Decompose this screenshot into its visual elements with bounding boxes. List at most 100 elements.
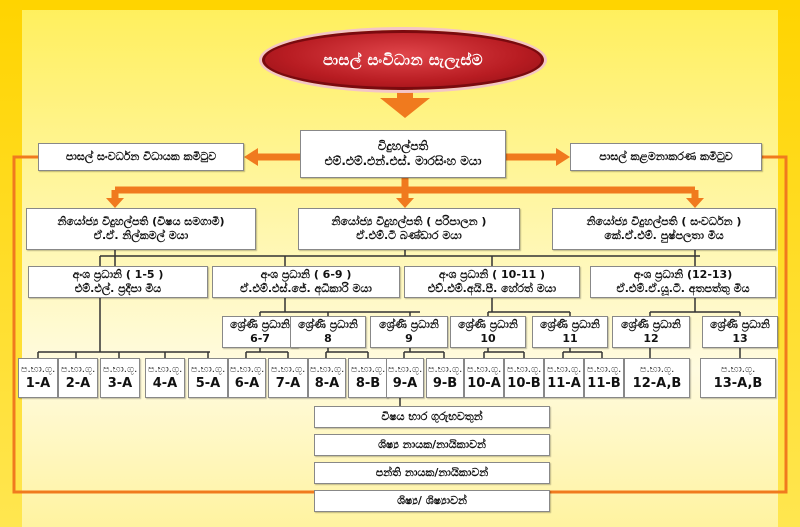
section-head-role: අංශ ප්‍රධානි ( 1-5 ): [72, 268, 164, 282]
class-box-12-ab: ප.භා.ගු.12-A,B: [624, 358, 690, 398]
class-teacher-label: ප.භා.ගු.: [586, 363, 622, 375]
deputy-name: ඒ.ඒ. නිල්කමල් මයා: [93, 229, 189, 242]
grade-head-box-10: ශ්‍රේණි ප්‍රධානි 10: [450, 316, 526, 348]
grade-head-role: ශ්‍රේණි ප්‍රධානි: [621, 318, 681, 332]
class-teacher-label: ප.භා.ගු.: [639, 363, 675, 375]
class-teacher-label: ප.භා.ගු.: [60, 363, 96, 375]
class-box-9-a: ප.භා.ගු.9-A: [386, 358, 424, 398]
right-committee-label: පාසල් කළමනාකරණ කමිටුව: [599, 150, 733, 164]
section-head-name: එම්.එල්. ප්‍රදීපා මිය: [74, 282, 162, 295]
class-box-3-a: ප.භා.ගු.3-A: [100, 358, 140, 398]
grade-head-grade: 13: [732, 332, 748, 345]
principal-name: එම්.එම්.එන්.එස්. මාරසිංහ මයා: [324, 154, 482, 168]
class-label: 6-A: [234, 376, 260, 392]
deputy-box-3: නියෝජ්‍ය විදුහල්පති ( සංවර්ධන ) කේ.ඒ.එම්…: [552, 208, 776, 250]
class-teacher-label: ප.භා.ගු.: [309, 363, 345, 375]
grade-head-grade: 10: [480, 332, 496, 345]
class-label: 4-A: [152, 376, 178, 392]
grade-head-box-9: ශ්‍රේණි ප්‍රධානි 9: [370, 316, 448, 348]
section-head-box-2: අංශ ප්‍රධානි ( 6-9 ) ඒ.එම්.එස්.ජේ. අධිකා…: [212, 266, 400, 298]
section-head-name: ඒ.එම්.ඒ.යූ.ටී. අතපත්තු මිය: [616, 282, 750, 295]
class-teacher-label: ප.භා.ගු.: [506, 363, 542, 375]
page-title: පාසල් සංවිධාන සැලැස්ම: [262, 30, 544, 90]
class-label: 9-B: [432, 376, 458, 392]
class-label: 1-A: [25, 376, 51, 392]
section-head-box-3: අංශ ප්‍රධානි ( 10-11 ) එච්.එම්.අයි.පී. හ…: [404, 266, 580, 298]
principal-box: විදුහල්පති එම්.එම්.එන්.එස්. මාරසිංහ මයා: [300, 130, 506, 178]
section-head-role: අංශ ප්‍රධානි (12-13): [633, 268, 733, 282]
class-box-2-a: ප.භා.ගු.2-A: [58, 358, 98, 398]
class-box-6-a: ප.භා.ගු.6-A: [228, 358, 266, 398]
section-head-name: ඒ.එම්.එස්.ජේ. අධිකාරි මයා: [240, 282, 372, 295]
grade-head-box-12: ශ්‍රේණි ප්‍රධානි 12: [612, 316, 690, 348]
class-label: 10-B: [507, 376, 541, 392]
class-label: 8-A: [314, 376, 340, 392]
class-box-11-b: ප.භා.ගු.11-B: [584, 358, 624, 398]
bottom-row-label: විෂය භාර ගුරුභවතුන්: [381, 410, 483, 424]
bottom-row-label: ශිෂ්‍ය නායක/නායිකාවන්: [378, 438, 486, 452]
class-box-8-a: ප.භා.ගු.8-A: [308, 358, 346, 398]
class-label: 11-B: [587, 376, 621, 392]
class-label: 13-A,B: [713, 376, 763, 392]
left-committee-label: පාසල් සංවර්ධන විධායක කමිටුව: [65, 150, 217, 164]
right-committee-box: පාසල් කළමනාකරණ කමිටුව: [570, 143, 762, 171]
class-box-9-b: ප.භා.ගු.9-B: [426, 358, 464, 398]
class-teacher-label: ප.භා.ගු.: [190, 363, 226, 375]
grade-head-grade: 8: [324, 332, 332, 345]
class-teacher-label: ප.භා.ගු.: [350, 363, 386, 375]
frame-right: [778, 0, 800, 527]
grade-head-box-6-7: ශ්‍රේණි ප්‍රධානි 6-7: [222, 316, 298, 348]
class-teacher-label: ප.භා.ගු.: [427, 363, 463, 375]
class-teacher-label: ප.භා.ගු.: [720, 363, 756, 375]
class-box-10-a: ප.භා.ගු.10-A: [464, 358, 504, 398]
deputy-box-1: නියෝජ්‍ය විදුහල්පති (විෂය සමගාමී) ඒ.ඒ. න…: [26, 208, 256, 250]
section-head-role: අංශ ප්‍රධානි ( 6-9 ): [260, 268, 352, 282]
deputy-role: නියෝජ්‍ය විදුහල්පති ( සංවර්ධන ): [586, 215, 742, 229]
deputy-role: නියෝජ්‍ය විදුහල්පති (විෂය සමගාමී): [57, 215, 225, 229]
section-head-box-4: අංශ ප්‍රධානි (12-13) ඒ.එම්.ඒ.යූ.ටී. අතපත…: [590, 266, 776, 298]
right-outer-line: [550, 155, 788, 494]
grade-head-role: ශ්‍රේණි ප්‍රධානි: [298, 318, 358, 332]
subject-teachers-row: විෂය භාර ගුරුභවතුන්: [314, 406, 550, 428]
frame-top: [0, 0, 800, 10]
grade-head-role: ශ්‍රේණි ප්‍රධානි: [230, 318, 290, 332]
class-box-4-a: ප.භා.ගු.4-A: [145, 358, 185, 398]
bottom-row-label: පන්ති නායක/නායිකාවන්: [375, 466, 489, 480]
class-teacher-label: ප.භා.ගු.: [466, 363, 502, 375]
class-label: 12-A,B: [632, 376, 682, 392]
class-teacher-label: ප.භා.ගු.: [270, 363, 306, 375]
class-box-7-a: ප.භා.ගු.7-A: [268, 358, 308, 398]
class-box-10-b: ප.භා.ගු.10-B: [504, 358, 544, 398]
class-box-1-a: ප.භා.ගු.1-A: [18, 358, 58, 398]
class-label: 11-A: [547, 376, 581, 392]
grade-head-grade: 12: [643, 332, 659, 345]
title-arrow-head: [380, 98, 430, 118]
grade-head-box-11: ශ්‍රේණි ප්‍රධානි 11: [532, 316, 608, 348]
class-label: 8-B: [355, 376, 381, 392]
class-teacher-label: ප.භා.ගු.: [102, 363, 138, 375]
frame-left: [0, 0, 22, 527]
class-teacher-label: ප.භා.ගු.: [147, 363, 183, 375]
bottom-row-label: ශිෂ්‍ය/ ශිෂ්‍යාවන්: [397, 494, 467, 508]
grade-head-role: ශ්‍රේණි ප්‍රධානි: [458, 318, 518, 332]
student-leaders-row: ශිෂ්‍ය නායක/නායිකාවන්: [314, 434, 550, 456]
class-teacher-label: ප.භා.ගු.: [229, 363, 265, 375]
class-label: 5-A: [195, 376, 221, 392]
left-committee-box: පාසල් සංවර්ධන විධායක කමිටුව: [38, 143, 244, 171]
class-box-13-ab: ප.භා.ගු.13-A,B: [700, 358, 776, 398]
title-arrow-shaft: [397, 88, 413, 100]
principal-role: විදුහල්පති: [377, 139, 429, 153]
grade-head-role: ශ්‍රේණි ප්‍රධානි: [710, 318, 770, 332]
class-label: 9-A: [392, 376, 418, 392]
class-label: 10-A: [467, 376, 501, 392]
class-label: 2-A: [65, 376, 91, 392]
deputy-box-2: නියෝජ්‍ය විදුහල්පති ( පරිපාලන ) ඒ.එම්.ටී…: [298, 208, 520, 250]
section-head-role: අංශ ප්‍රධානි ( 10-11 ): [438, 268, 546, 282]
deputy-role: නියෝජ්‍ය විදුහල්පති ( පරිපාලන ): [331, 215, 487, 229]
class-teacher-label: ප.භා.ගු.: [20, 363, 56, 375]
grade-head-box-13: ශ්‍රේණි ප්‍රධානි 13: [702, 316, 778, 348]
class-leaders-row: පන්ති නායක/නායිකාවන්: [314, 462, 550, 484]
grade-head-grade: 11: [562, 332, 578, 345]
